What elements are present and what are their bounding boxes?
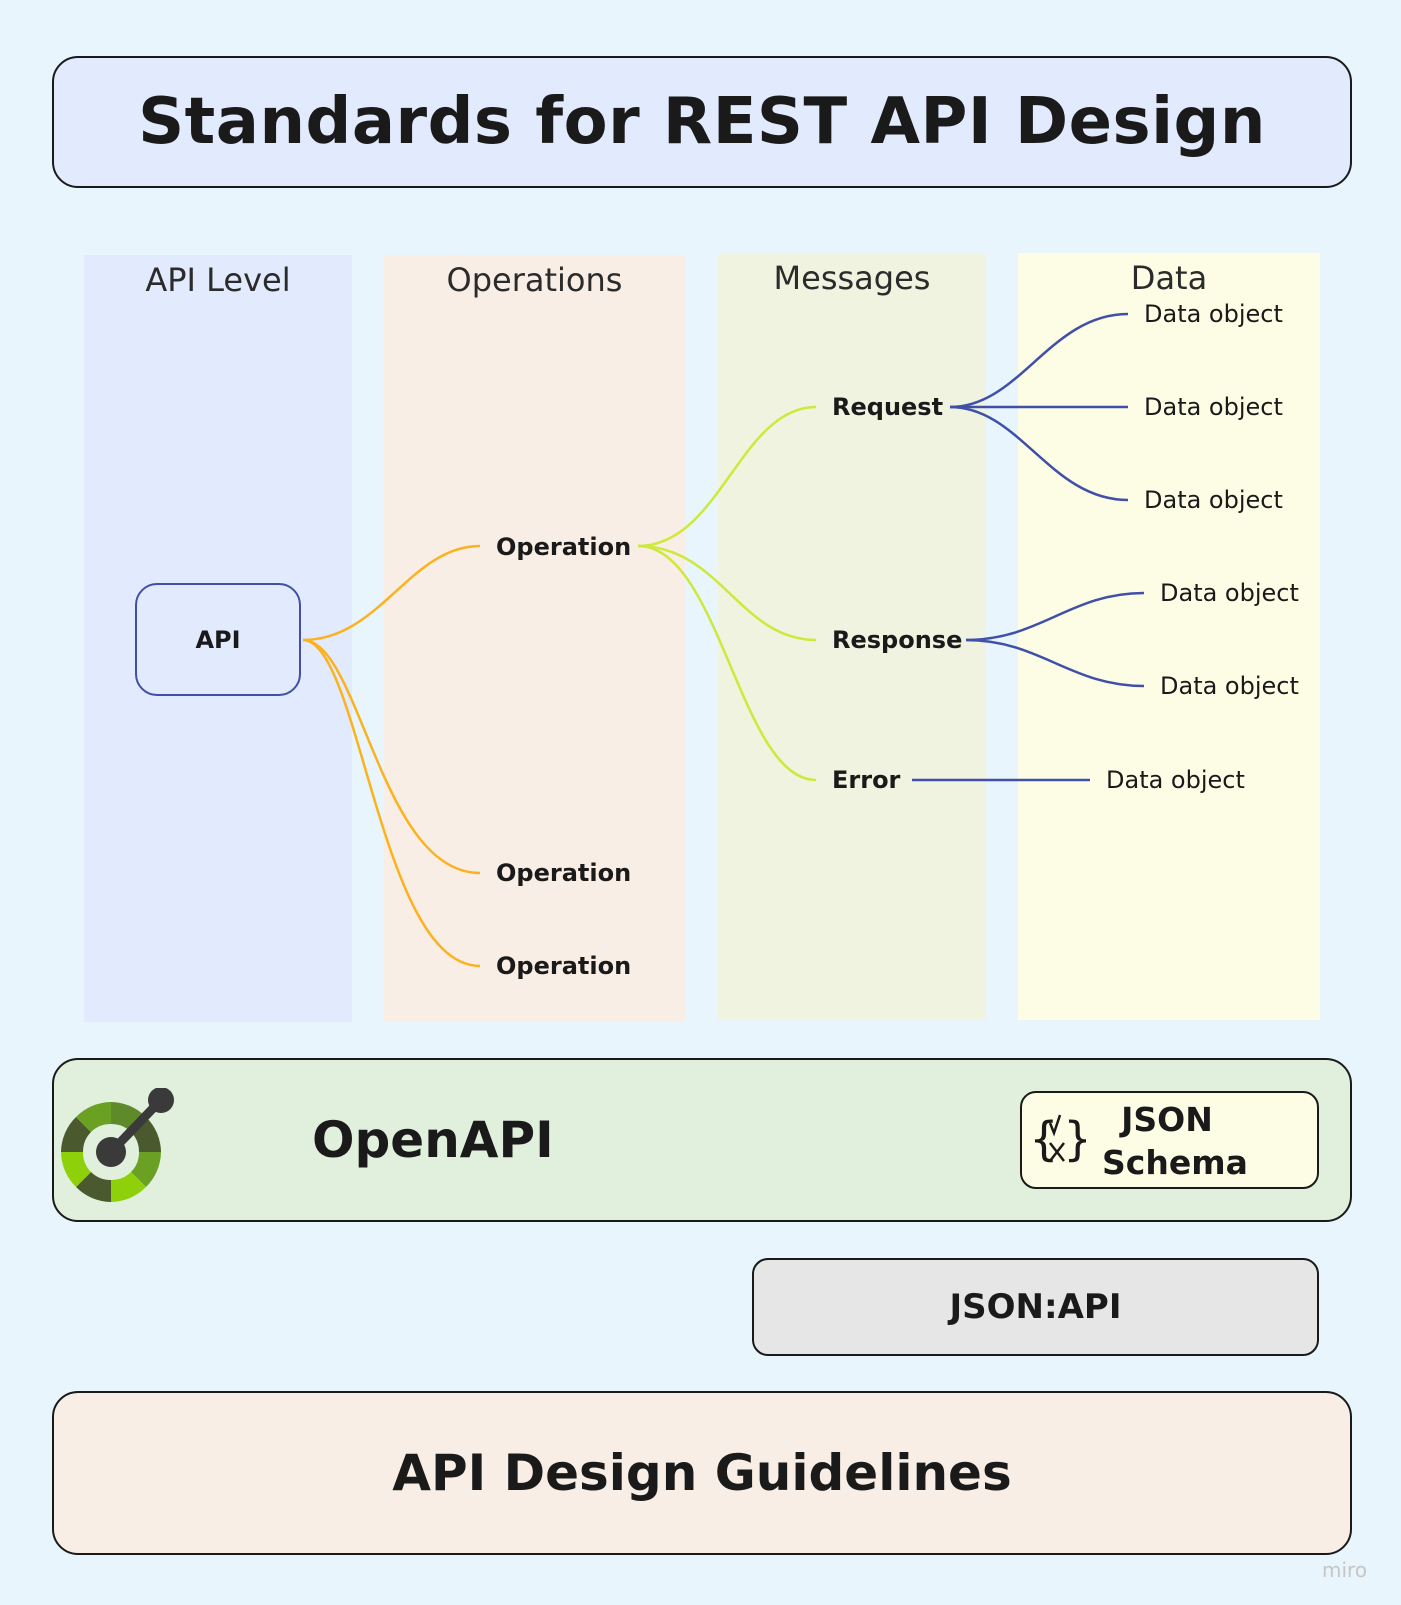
api-node: API [135, 583, 301, 696]
json-schema-icon: { } [1030, 1112, 1086, 1166]
jsonapi-box: JSON:API [752, 1258, 1319, 1356]
message-data-links [912, 312, 1145, 782]
json-schema-label: JSON Schema [1102, 1100, 1248, 1182]
operation-node-2: Operation [496, 859, 632, 887]
link-operation-error [637, 544, 817, 782]
data-object-4: Data object [1160, 579, 1299, 607]
link-api-operation-1 [302, 544, 481, 642]
json-schema-box: { } JSON Schema [1020, 1091, 1319, 1189]
link-request-data-3 [949, 405, 1129, 502]
title-banner: Standards for REST API Design [52, 56, 1352, 188]
column-messages: Messages [718, 253, 986, 1020]
column-operations: Operations [384, 255, 685, 1022]
column-api-level: API Level [84, 255, 352, 1022]
link-api-operation-2 [302, 638, 481, 875]
guidelines-banner: API Design Guidelines [52, 1391, 1352, 1555]
column-data: Data [1018, 253, 1320, 1020]
data-object-1: Data object [1144, 300, 1283, 328]
openapi-logo-icon [61, 1088, 174, 1202]
link-response-data-2 [965, 638, 1145, 688]
jsonapi-label: JSON:API [949, 1287, 1122, 1327]
data-object-5: Data object [1160, 672, 1299, 700]
data-object-2: Data object [1144, 393, 1283, 421]
guidelines-label: API Design Guidelines [392, 1444, 1012, 1502]
link-operation-request [637, 405, 817, 548]
operation-message-links [637, 405, 817, 782]
diagram-title: Standards for REST API Design [138, 85, 1266, 159]
column-header-operations: Operations [446, 261, 623, 299]
openapi-label: OpenAPI [312, 1111, 554, 1169]
column-header-messages: Messages [773, 259, 931, 297]
column-header-data: Data [1130, 259, 1208, 297]
error-node: Error [832, 766, 901, 794]
operation-node-1: Operation [496, 533, 632, 561]
data-object-3: Data object [1144, 486, 1283, 514]
operation-node-3: Operation [496, 952, 632, 980]
data-object-6: Data object [1106, 766, 1245, 794]
link-operation-response [637, 544, 817, 642]
link-request-data-1 [949, 312, 1129, 409]
svg-text:}: } [1064, 1112, 1086, 1166]
response-node: Response [832, 626, 963, 654]
link-api-operation-3 [302, 638, 481, 968]
request-node: Request [832, 393, 944, 421]
column-header-api-level: API Level [145, 261, 291, 299]
miro-watermark: miro [1322, 1558, 1368, 1582]
api-operation-links [302, 544, 481, 968]
link-response-data-1 [965, 591, 1145, 642]
